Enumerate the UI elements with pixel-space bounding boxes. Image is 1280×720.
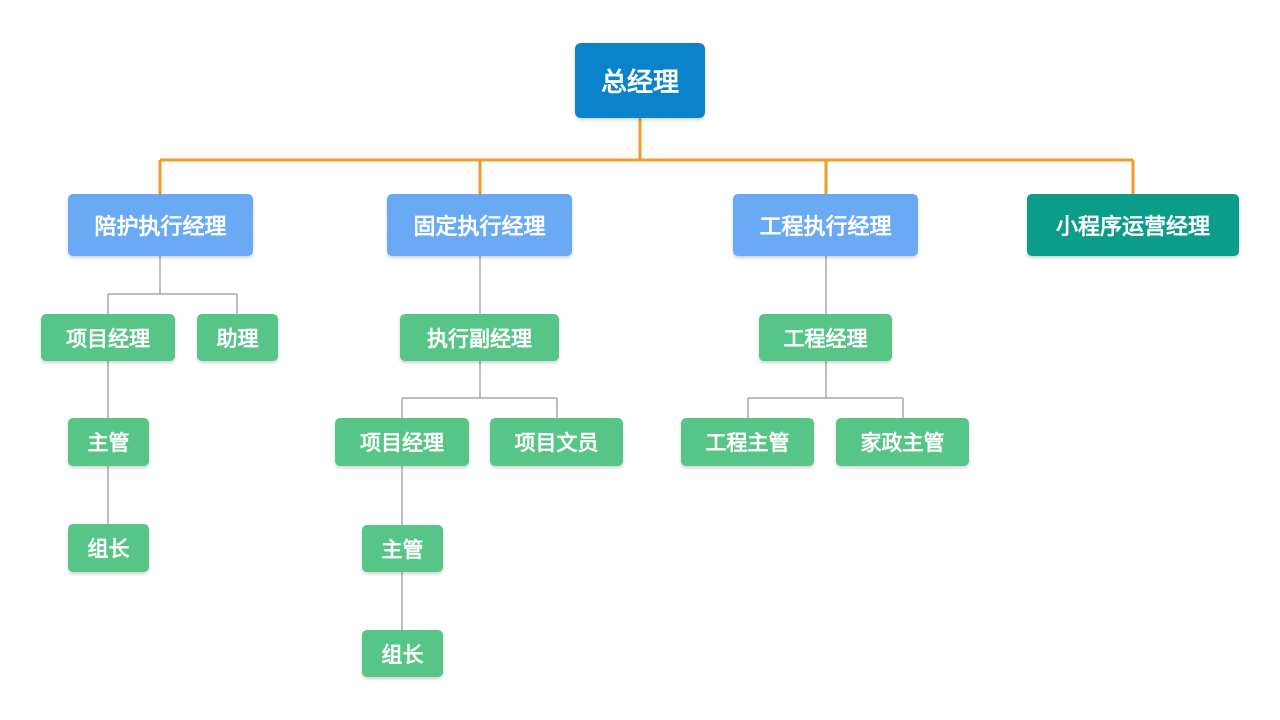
engineering-manager-node: 工程经理	[759, 314, 892, 361]
supervisor-node: 主管	[362, 525, 443, 572]
project-manager-node: 项目经理	[41, 314, 175, 361]
assistant-node: 助理	[197, 314, 278, 361]
team-leader-node: 组长	[362, 630, 443, 677]
fixed-exec-manager-node: 固定执行经理	[387, 194, 572, 256]
engineering-supervisor-node: 工程主管	[681, 418, 814, 466]
team-leader-node: 组长	[68, 524, 149, 572]
deputy-exec-manager-node: 执行副经理	[400, 314, 559, 361]
care-exec-manager-node: 陪护执行经理	[68, 194, 253, 256]
project-clerk-node: 项目文员	[490, 418, 623, 466]
housekeeping-supervisor-node: 家政主管	[836, 418, 969, 466]
engineering-exec-manager-node: 工程执行经理	[733, 194, 918, 256]
ceo-node: 总经理	[575, 43, 705, 118]
sub-connectors	[107, 256, 904, 630]
mini-program-ops-manager-node: 小程序运营经理	[1027, 194, 1239, 256]
root-connectors	[158, 118, 1135, 195]
project-manager-node: 项目经理	[335, 418, 469, 466]
supervisor-node: 主管	[68, 418, 149, 466]
